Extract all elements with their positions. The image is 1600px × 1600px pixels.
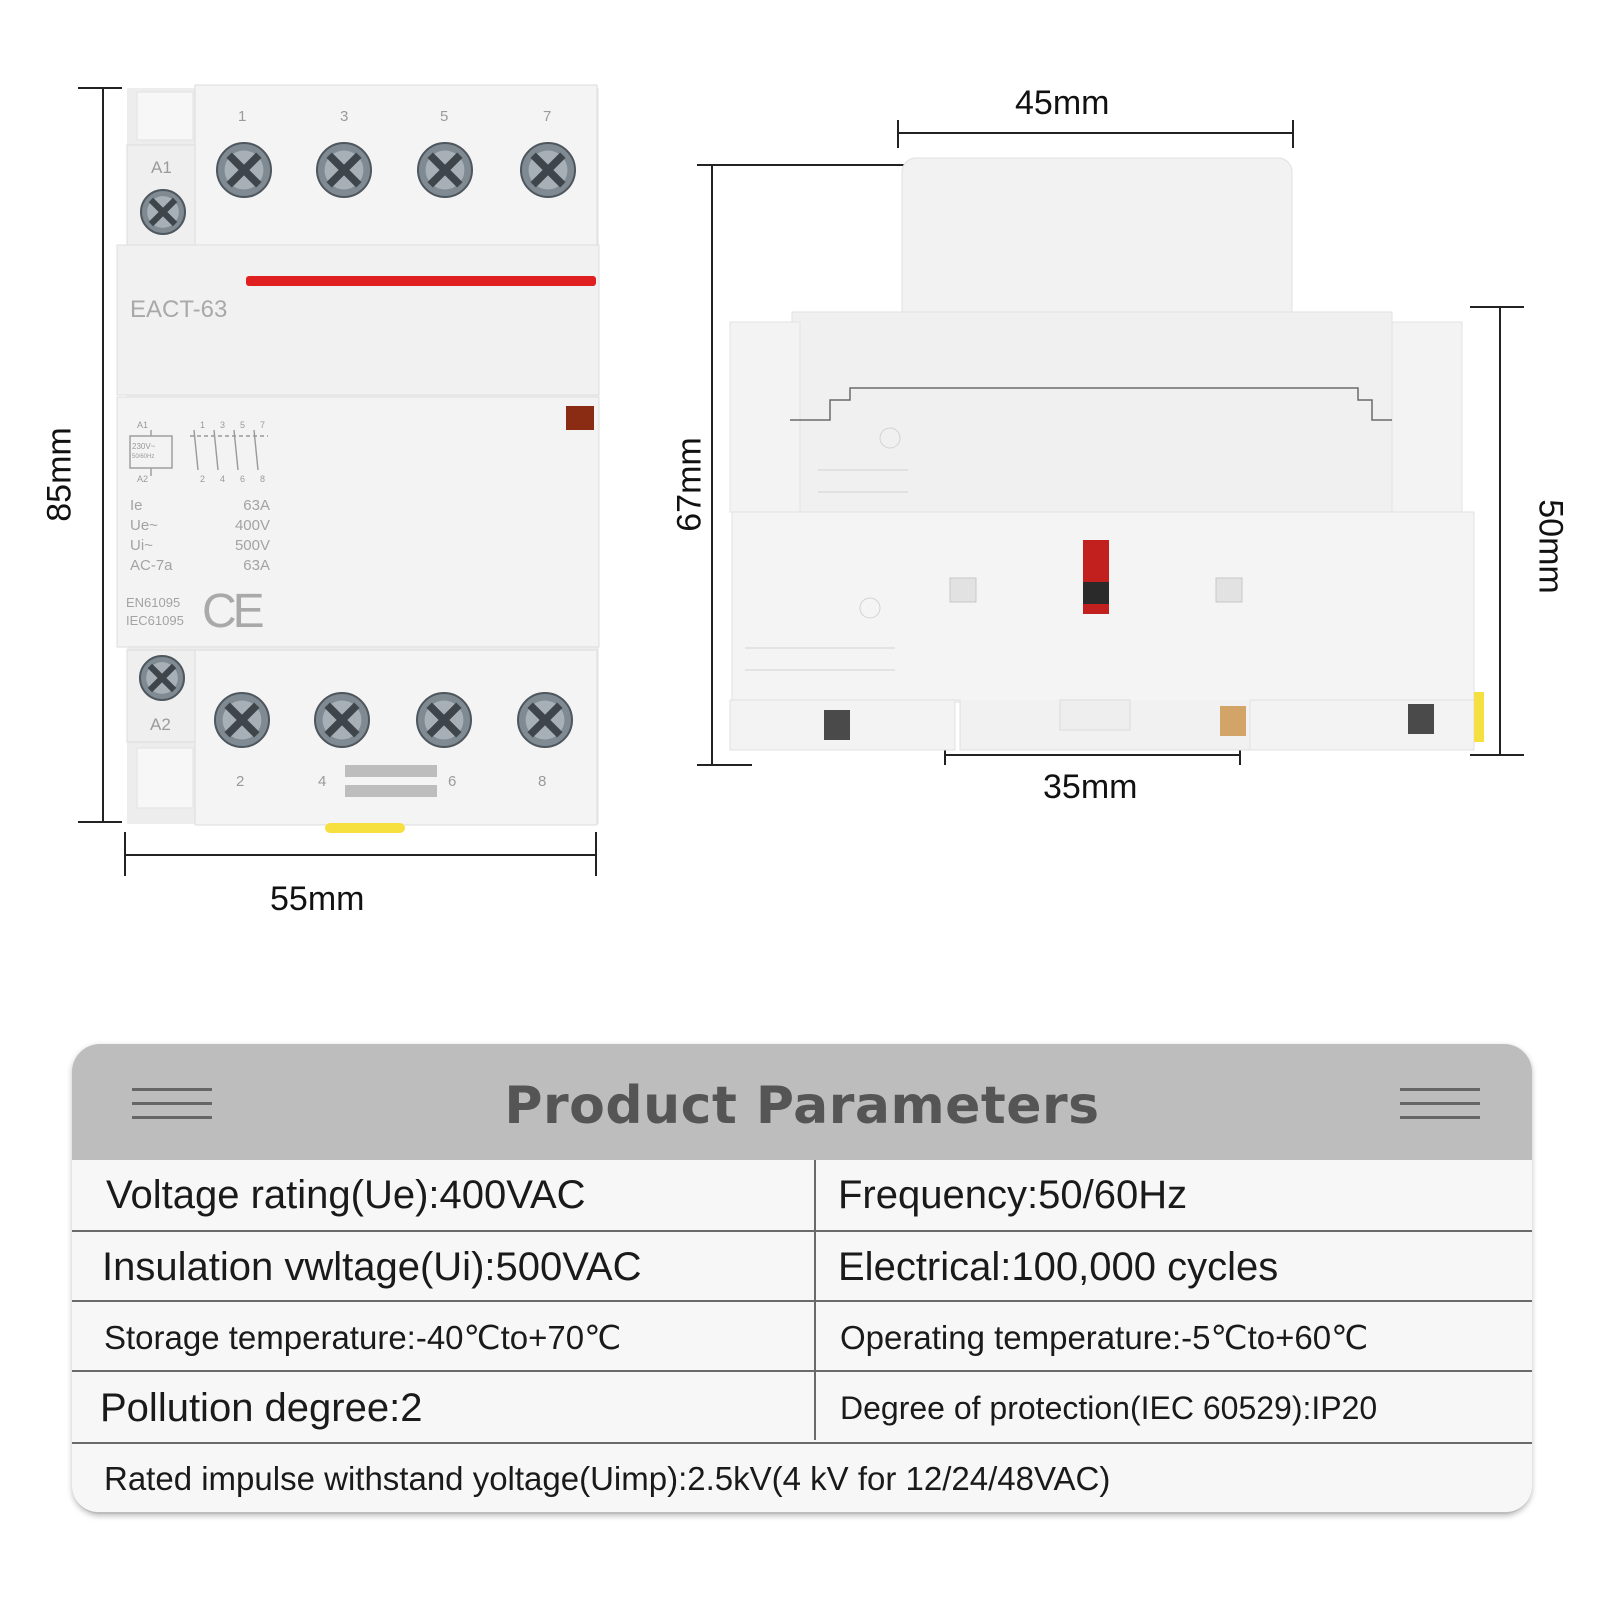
param-cell: Operating temperature:-5℃to+60℃	[840, 1318, 1369, 1356]
terminal-number: 1	[238, 108, 247, 125]
terminal-screw	[520, 142, 576, 198]
spec-value: 63A	[243, 557, 270, 574]
spec-key: Ie	[130, 497, 143, 514]
terminal-number: 2	[236, 773, 245, 790]
param-cell: Voltage rating(Ue):400VAC	[106, 1172, 586, 1217]
din-clip	[325, 823, 405, 833]
terminal-screw	[417, 142, 473, 198]
terminal-screw	[214, 692, 270, 748]
width-dimension-line	[124, 832, 597, 876]
param-cell: Electrical:100,000 cycles	[838, 1244, 1279, 1289]
red-stripe	[246, 276, 596, 286]
param-cell: Rated impulse withstand yoltage(Uimp):2.…	[104, 1460, 1111, 1497]
depth-dimension-label: 45mm	[1015, 84, 1110, 122]
spec-list: Ie 63A Ue~ 400V Ui~ 500V AC-7a 63A	[130, 496, 270, 576]
parameters-header: Product Parameters	[72, 1044, 1532, 1166]
coil-screw-a2	[139, 655, 185, 701]
table-row: Pollution degree:2 Degree of protection(…	[72, 1370, 1532, 1444]
front-view-diagram	[78, 84, 600, 876]
standard-label: EN61095	[126, 595, 181, 610]
wiring-schematic	[129, 429, 268, 476]
rail-width-dimension-label: 35mm	[1043, 768, 1138, 806]
spec-value: 500V	[234, 537, 270, 554]
schematic-coil-frequency: 50/60Hz	[132, 454, 155, 460]
coil-terminal-a2-label: A2	[150, 715, 171, 734]
terminal-number: 6	[448, 773, 457, 790]
terminal-screw	[216, 142, 272, 198]
height-dimension-label: 85mm	[40, 427, 79, 522]
terminal-number: 3	[340, 108, 349, 125]
table-row: Insulation vwltage(Ui):500VAC Electrical…	[72, 1230, 1532, 1302]
terminal-screw	[517, 692, 573, 748]
terminal-screw	[314, 692, 370, 748]
schematic-contact: 8	[260, 474, 266, 484]
base-height-dimension-label: 50mm	[1531, 499, 1570, 594]
full-height-dimension-label: 67mm	[670, 437, 709, 532]
status-indicator	[566, 406, 594, 430]
side-body	[729, 157, 1484, 751]
schematic-contact: 2	[200, 474, 206, 484]
decorative-lines-right	[1400, 1088, 1480, 1128]
terminal-screw	[316, 142, 372, 198]
table-row: Storage temperature:-40℃to+70℃ Operating…	[72, 1300, 1532, 1372]
base-height-dimension-line	[1470, 306, 1524, 756]
decorative-lines-left	[132, 1088, 212, 1128]
schematic-contact: 1	[200, 420, 206, 430]
ce-mark: CE	[202, 585, 265, 638]
coil-screw-a1	[140, 189, 186, 235]
schematic-contact: 4	[220, 474, 226, 484]
model-label: EACT-63	[130, 296, 228, 323]
schematic-coil-rating: 230V~	[132, 442, 156, 451]
terminal-number: 4	[318, 773, 327, 790]
param-cell: Frequency:50/60Hz	[838, 1172, 1188, 1217]
param-cell: Insulation vwltage(Ui):500VAC	[102, 1244, 642, 1289]
full-height-dimension-line	[697, 164, 906, 766]
side-view-diagram	[697, 120, 1524, 766]
schematic-contact: 7	[260, 420, 266, 430]
param-cell: Storage temperature:-40℃to+70℃	[104, 1318, 622, 1356]
schematic-a2: A2	[137, 474, 149, 484]
schematic-a1: A1	[137, 420, 149, 430]
height-dimension-line	[78, 87, 122, 823]
terminal-number: 7	[543, 108, 552, 125]
schematic-contact: 5	[240, 420, 246, 430]
depth-dimension-line	[897, 120, 1294, 148]
parameters-table: Voltage rating(Ue):400VAC Frequency:50/6…	[72, 1160, 1532, 1512]
schematic-contact: 3	[220, 420, 226, 430]
table-row: Voltage rating(Ue):400VAC Frequency:50/6…	[72, 1160, 1532, 1230]
param-cell: Pollution degree:2	[100, 1385, 423, 1430]
standards-list: EN61095 IEC61095	[126, 594, 184, 630]
spec-key: Ue~	[130, 517, 158, 534]
param-cell: Degree of protection(IEC 60529):IP20	[840, 1389, 1378, 1426]
terminal-number: 8	[538, 773, 547, 790]
spec-key: AC-7a	[130, 557, 173, 574]
standard-label: IEC61095	[126, 613, 184, 628]
coil-terminal-a1-label: A1	[151, 158, 172, 177]
schematic-contact: 6	[240, 474, 246, 484]
width-dimension-label: 55mm	[270, 880, 365, 918]
spec-value: 63A	[243, 497, 270, 514]
terminal-number: 5	[440, 108, 449, 125]
spec-value: 400V	[234, 517, 270, 534]
bridge-plate	[345, 765, 437, 797]
parameters-title: Product Parameters	[504, 1076, 1100, 1136]
table-row-full: Rated impulse withstand yoltage(Uimp):2.…	[72, 1442, 1532, 1512]
terminal-screw	[416, 692, 472, 748]
spec-key: Ui~	[130, 537, 153, 554]
